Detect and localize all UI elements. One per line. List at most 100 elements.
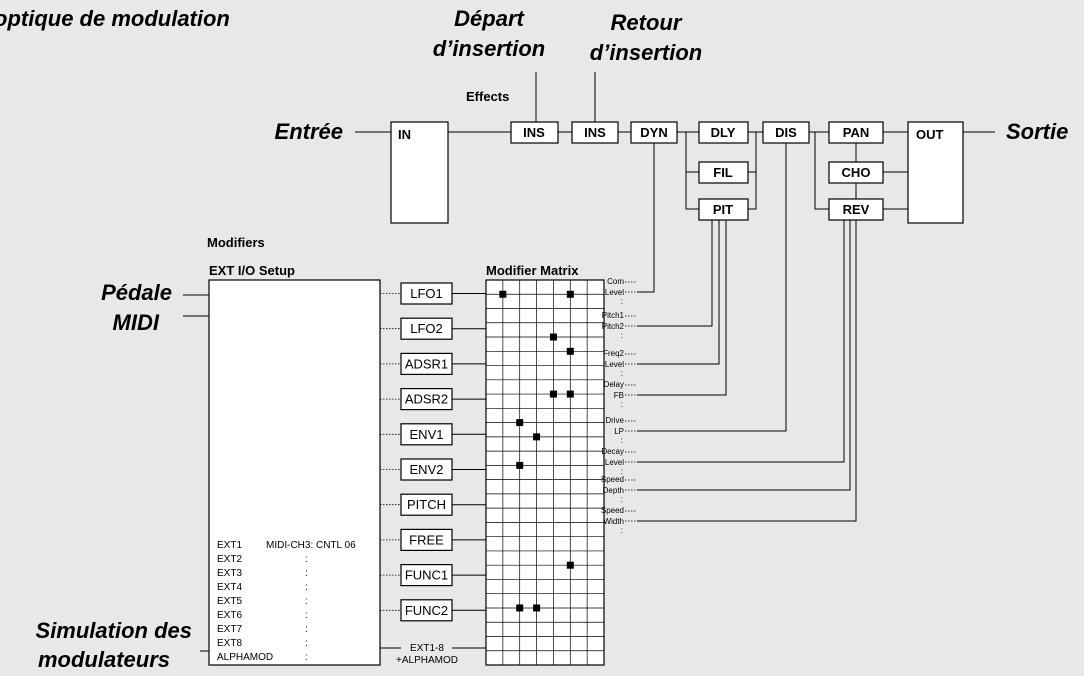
parameter-label: Speed — [601, 506, 624, 515]
ext-placeholder-dots: : — [305, 596, 308, 607]
matrix-node-10 — [566, 561, 574, 569]
matrix-node-12 — [533, 604, 541, 612]
matrix-node-11 — [516, 604, 524, 612]
parameter-continuation: : — [621, 436, 623, 445]
ext-io-setup-box — [208, 279, 381, 666]
effects-wiring — [355, 72, 995, 210]
parameter-continuation: : — [621, 369, 623, 378]
block-in: IN — [390, 121, 449, 224]
matrix-node-1 — [499, 290, 507, 298]
parameter-label: FB — [614, 391, 624, 400]
parameter-label: Freq2 — [603, 349, 624, 358]
modifiers-section-label: Modifiers — [207, 235, 265, 250]
matrix-node-7 — [516, 419, 524, 427]
parameter-continuation: : — [621, 297, 623, 306]
svg-text:DLY: DLY — [711, 125, 736, 140]
insert-return-label-line1: Retour — [611, 10, 683, 35]
parameter-label: Width — [604, 517, 624, 526]
simulation-label-line1: Simulation des — [36, 618, 192, 643]
parameter-label: Delay — [604, 380, 624, 389]
matrix-node-6 — [566, 390, 574, 398]
effects-section-label: Effects — [466, 89, 509, 104]
svg-text:INS: INS — [584, 125, 606, 140]
block-dis: DIS — [762, 121, 810, 144]
parameter-label: Decay — [601, 447, 624, 456]
insert-send-label-line2: d’insertion — [433, 36, 545, 61]
ext-channel-list: EXT1 MIDI-CH3: CNTL 06 EXT2: EXT3: EXT4: EXT5… — [217, 540, 356, 663]
modifier-func2: FUNC2 — [400, 599, 453, 622]
ext-channel-4: EXT4 — [217, 582, 242, 593]
block-fil: FIL — [698, 161, 749, 184]
ext-placeholder-dots: : — [305, 624, 308, 635]
ext-placeholder-dots: : — [305, 582, 308, 593]
pedal-label-line2: MIDI — [113, 310, 160, 335]
ext-channel-1: EXT1 — [217, 540, 242, 551]
ext-channel-9: ALPHAMOD — [217, 652, 273, 663]
modifier-func1: FUNC1 — [400, 563, 453, 587]
svg-text:CHO: CHO — [842, 165, 871, 180]
input-wires — [183, 294, 209, 652]
parameter-continuation: : — [621, 331, 623, 340]
block-ins-return: INS — [571, 121, 619, 144]
parameter-label: Depth — [603, 486, 624, 495]
modifier-label: ENV1 — [410, 427, 444, 442]
modulation-title: optique de modulation — [0, 6, 230, 31]
svg-text:IN: IN — [398, 127, 411, 142]
matrix-node-4 — [566, 347, 574, 355]
block-pit: PIT — [698, 198, 749, 221]
svg-text:REV: REV — [843, 202, 870, 217]
ext-channel-2: EXT2 — [217, 554, 242, 565]
modifier-label: ADSR1 — [405, 356, 448, 371]
block-rev: REV — [828, 198, 884, 221]
modifier-adsr2: ADSR2 — [400, 388, 453, 411]
svg-text:FIL: FIL — [713, 165, 733, 180]
block-dly: DLY — [698, 121, 749, 144]
ext-placeholder-dots: : — [305, 638, 308, 649]
parameter-label: Pitch1 — [602, 311, 625, 320]
modifier-env2: ENV2 — [400, 458, 453, 481]
modifier-label: FUNC2 — [405, 603, 448, 618]
input-label: Entrée — [275, 119, 343, 144]
modifier-wires — [380, 293, 486, 611]
parameter-label: Pitch2 — [602, 322, 625, 331]
matrix-gridlines — [486, 280, 604, 665]
svg-text:DIS: DIS — [775, 125, 797, 140]
parameter-label: Level — [605, 458, 624, 467]
ext-channel-3: EXT3 — [217, 568, 242, 579]
ext-placeholder-dots: : — [305, 610, 308, 621]
modifier-label: ADSR2 — [405, 392, 448, 407]
matrix-connections — [499, 290, 574, 612]
modifier-env1: ENV1 — [400, 423, 453, 446]
ext-channel-6: EXT6 — [217, 610, 242, 621]
parameter-routing — [637, 143, 857, 522]
ext-placeholder-dots: : — [305, 568, 308, 579]
modifier-matrix-grid — [485, 279, 605, 666]
parameter-continuation: : — [621, 526, 623, 535]
parameter-continuation: : — [621, 400, 623, 409]
modifier-pitch: PITCH — [400, 493, 453, 516]
pedal-label-line1: Pédale — [101, 280, 172, 305]
output-label: Sortie — [1006, 119, 1068, 144]
ext-placeholder-dots: : — [305, 652, 308, 663]
parameter-list: ComLevel:Pitch1Pitch2:Freq2Level:DelayFB… — [601, 277, 637, 535]
ext-channel-5: EXT5 — [217, 596, 242, 607]
ext-channel-8: EXT8 — [217, 638, 242, 649]
modifier-label: LFO2 — [410, 321, 443, 336]
parameter-label: Level — [605, 288, 624, 297]
modifier-adsr1: ADSR1 — [400, 352, 453, 375]
modifier-label: FUNC1 — [405, 568, 448, 583]
block-ins-send: INS — [510, 121, 559, 144]
matrix-node-9 — [516, 461, 524, 469]
ext1-assignment: MIDI-CH3: CNTL 06 — [266, 540, 356, 551]
modifier-lfo1: LFO1 — [400, 282, 453, 305]
matrix-node-2 — [566, 290, 574, 298]
modifier-lfo2: LFO2 — [400, 317, 453, 340]
modifier-matrix-title: Modifier Matrix — [486, 263, 579, 278]
ext-bus-label-line1: EXT1-8 — [410, 643, 444, 654]
ext-io-setup-title: EXT I/O Setup — [209, 263, 295, 278]
